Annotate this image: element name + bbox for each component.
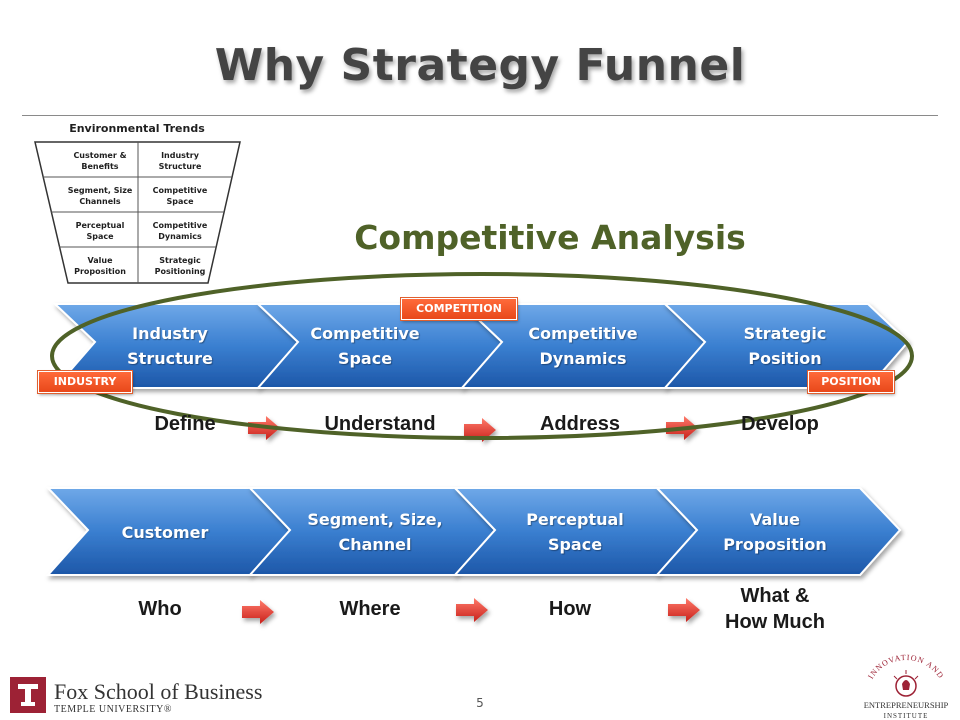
funnel-cell-text: Competitive	[153, 221, 208, 230]
university-name: TEMPLE UNIVERSITY®	[54, 704, 172, 715]
badge-industry: INDUSTRY	[38, 371, 132, 393]
stage-label-line: Space	[337, 349, 393, 368]
stage-label-line: Perceptual	[526, 510, 624, 529]
stage-label-line: Segment, Size,	[307, 510, 443, 529]
funnel-cell-text: Competitive	[153, 186, 208, 195]
funnel-cell-text: Perceptual	[76, 221, 125, 230]
verb-define: Define	[154, 413, 216, 435]
arrow-right-icon	[668, 598, 700, 622]
stage-label-line: Proposition	[723, 535, 827, 554]
institute-line2: INSTITUTE	[884, 712, 929, 720]
stage-label-competitive-space: Competitive Space	[280, 321, 450, 371]
stage-label-value-proposition: Value Proposition	[690, 507, 860, 557]
verb-address: Address	[539, 413, 621, 435]
funnel-cell-text: Strategic	[159, 256, 201, 265]
funnel-cell-text: Industry	[161, 151, 200, 160]
stage-label-line: Competitive	[310, 324, 420, 343]
funnel-cell-text: Dynamics	[158, 232, 202, 241]
verb-understand: Understand	[324, 413, 436, 435]
funnel-cell-text: Channels	[79, 197, 121, 206]
arrow-right-icon	[456, 598, 488, 622]
school-name: Fox School of Business	[54, 679, 262, 704]
verb-how: How	[548, 598, 592, 620]
verb-who: Who	[138, 598, 182, 620]
stage-label-line: Competitive	[528, 324, 638, 343]
funnel-cell-text: Benefits	[81, 162, 118, 171]
stage-label-line: Space	[547, 535, 603, 554]
verb-where: Where	[339, 598, 401, 620]
competitive-analysis-ellipse	[50, 272, 914, 440]
badge-competition: COMPETITION	[401, 298, 517, 320]
stage-label-line: Value	[749, 510, 801, 529]
funnel-cell-text: Positioning	[155, 267, 206, 276]
verb-line: What &	[740, 585, 810, 607]
funnel-cell-text: Segment, Size	[68, 186, 133, 195]
stage-label-strategic-position: Strategic Position	[700, 321, 870, 371]
funnel-cell-text: Space	[86, 232, 114, 241]
funnel-cell-text: Value	[87, 256, 113, 265]
verb-what-how-much: What & How Much	[700, 583, 850, 635]
stage-label-line: Strategic	[743, 324, 827, 343]
title-divider	[22, 115, 938, 116]
funnel-cell-text: Proposition	[74, 267, 126, 276]
innovation-institute-logo: INNOVATION AND ENTREPRENEURSHIP INSTITUT…	[864, 654, 949, 720]
verb-develop: Develop	[741, 413, 819, 435]
funnel-heading: Environmental Trends	[69, 122, 205, 135]
stage-label-line: Industry	[132, 324, 208, 343]
arrow-right-icon	[242, 600, 274, 624]
competitive-analysis-heading: Competitive Analysis	[354, 218, 746, 257]
stage-label-perceptual-space: Perceptual Space	[490, 507, 660, 557]
stage-label-industry-structure: Industry Structure	[90, 321, 250, 371]
stage-label-line: Structure	[127, 349, 213, 368]
institute-line1: ENTREPRENEURSHIP	[864, 700, 949, 710]
stage-label-customer: Customer	[80, 520, 250, 545]
stage-label-line: Channel	[338, 535, 412, 554]
stage-label-competitive-dynamics: Competitive Dynamics	[498, 321, 668, 371]
page-number: 5	[476, 696, 484, 710]
slide-title: Why Strategy Funnel	[214, 40, 746, 91]
verb-line: How Much	[725, 611, 825, 633]
funnel-cell-text: Space	[166, 197, 194, 206]
chevron-value-proposition	[654, 487, 902, 576]
fox-school-logo: Fox School of Business TEMPLE UNIVERSITY…	[10, 677, 262, 715]
stage-label-line: Customer	[121, 523, 209, 542]
stage-label-line: Position	[748, 349, 822, 368]
stage-label-segment-size-channel: Segment, Size, Channel	[280, 507, 470, 557]
funnel-cell-text: Customer &	[73, 151, 126, 160]
environmental-trends-funnel: Environmental Trends Customer & Benefits I…	[34, 122, 241, 284]
funnel-cell-text: Structure	[159, 162, 202, 171]
badge-position: POSITION	[808, 371, 894, 393]
stage-label-line: Dynamics	[539, 349, 627, 368]
